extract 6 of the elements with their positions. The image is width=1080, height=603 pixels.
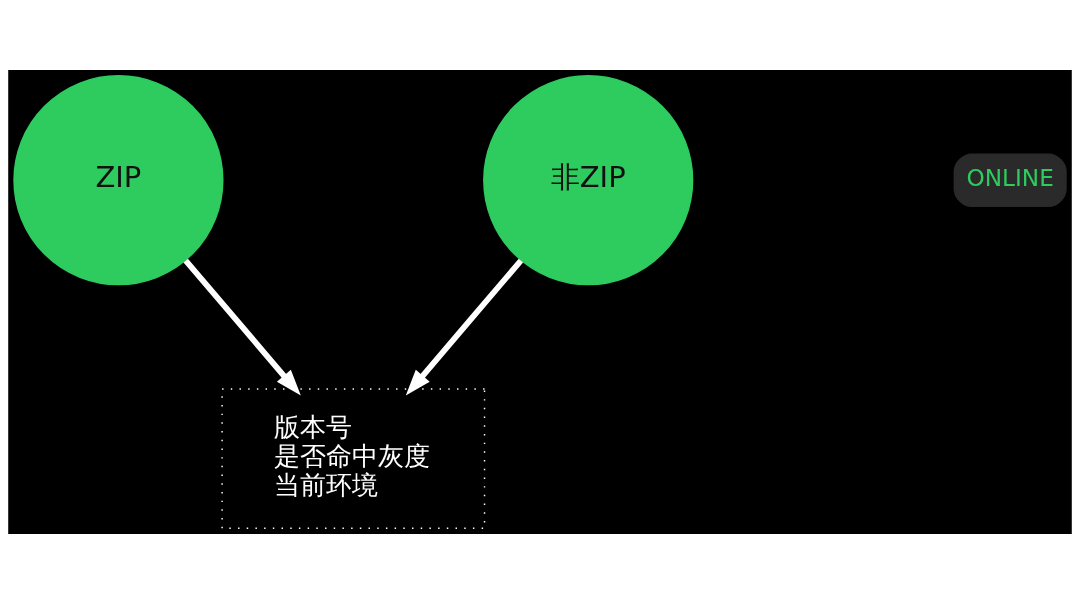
node-circle: 非ZIP <box>483 74 694 285</box>
node-box: 版本号 是否命中灰度 当前环境 <box>221 387 486 529</box>
label: ONLINE <box>966 163 1054 191</box>
arrow <box>183 258 301 396</box>
arrow <box>405 258 524 396</box>
node-circle: ZIP <box>13 74 224 285</box>
